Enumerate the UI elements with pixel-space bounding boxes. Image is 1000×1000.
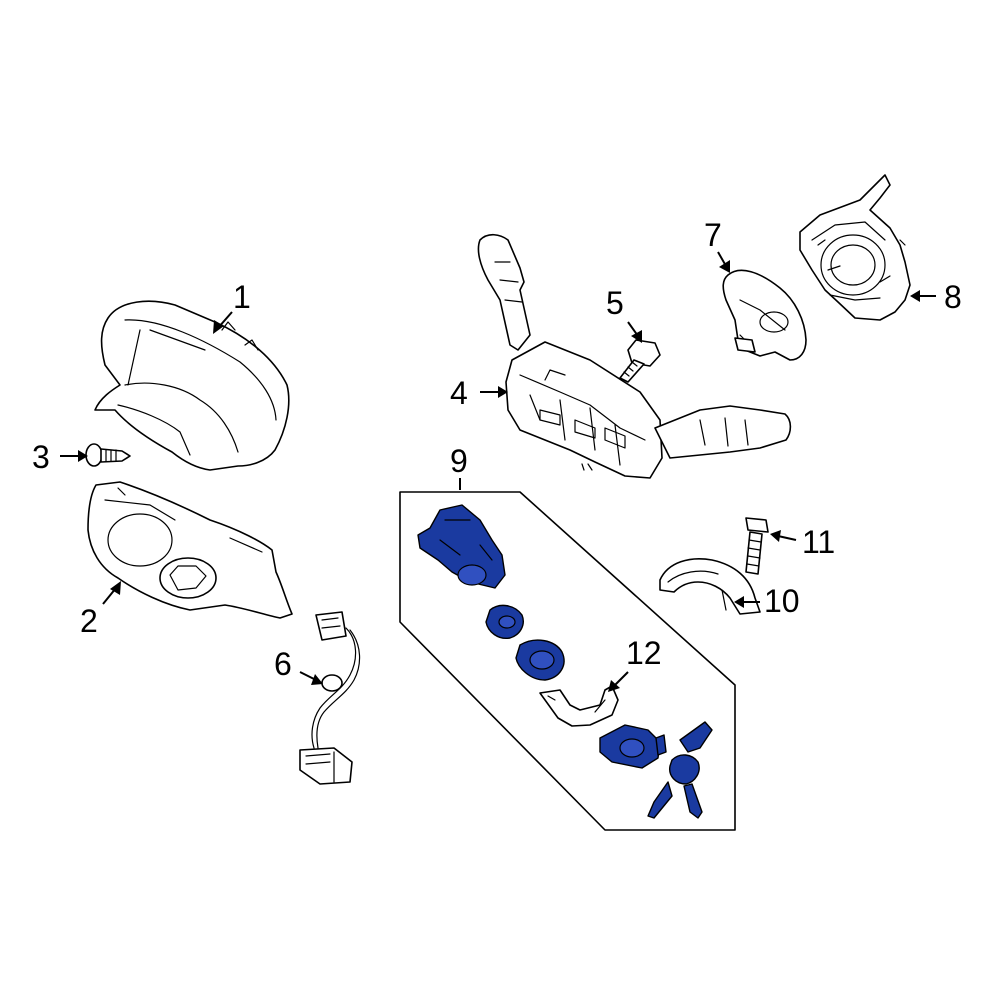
callout-1: 1 bbox=[233, 279, 251, 315]
part-9-lock-assembly bbox=[417, 504, 565, 681]
part-4-combination-switch bbox=[477, 233, 792, 479]
callout-7: 7 bbox=[704, 217, 722, 253]
part-11-bolt bbox=[745, 517, 769, 575]
part-5-bolt bbox=[619, 339, 661, 383]
part-2-lower-cover bbox=[87, 481, 293, 619]
callout-9: 9 bbox=[450, 443, 468, 479]
callout-2: 2 bbox=[80, 603, 98, 639]
callout-4: 4 bbox=[450, 375, 468, 411]
part-12-lamp-holder bbox=[539, 685, 619, 727]
part-10-bracket bbox=[659, 558, 761, 615]
part-1-upper-cover bbox=[94, 300, 290, 471]
callout-12: 12 bbox=[626, 635, 662, 671]
part-8-clock-spring bbox=[799, 174, 911, 321]
callout-5: 5 bbox=[606, 285, 624, 321]
part-3-screw bbox=[85, 443, 131, 467]
callout-3: 3 bbox=[32, 439, 50, 475]
part-7-housing bbox=[722, 269, 807, 361]
part-9-cylinder-keys bbox=[599, 721, 713, 819]
leader-lines bbox=[60, 251, 936, 692]
callout-8: 8 bbox=[944, 279, 962, 315]
part-9-kit-outline bbox=[399, 491, 736, 831]
callout-11: 11 bbox=[802, 524, 835, 560]
callout-labels: 1 2 3 4 5 6 7 8 9 10 11 12 bbox=[32, 217, 962, 682]
part-6-wire-harness bbox=[299, 611, 361, 785]
callout-6: 6 bbox=[274, 646, 292, 682]
callout-10: 10 bbox=[764, 583, 800, 619]
